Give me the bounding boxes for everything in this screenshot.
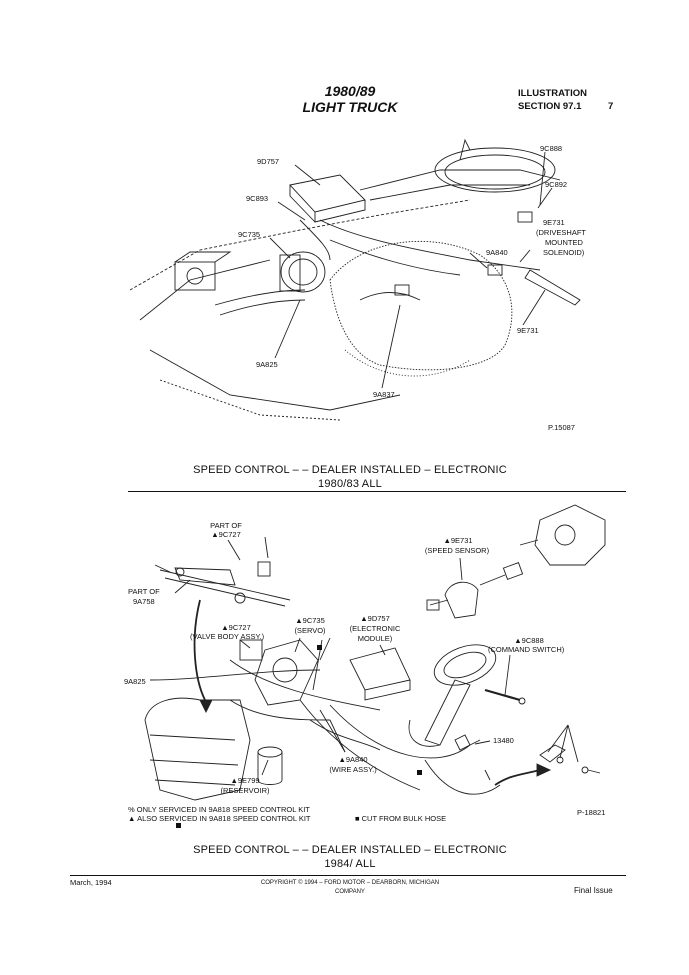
footer-copyright-line2: COMPANY <box>335 889 365 895</box>
fig1-label-9a837: 9A837 <box>373 390 395 399</box>
footer-copyright: COPYRIGHT © 1994 – FORD MOTOR – DEARBORN… <box>230 879 470 897</box>
legend-also-serviced: ▲ ALSO SERVICED IN 9A818 SPEED CONTROL K… <box>128 814 311 823</box>
fig1-reference-number: P.15087 <box>548 423 575 432</box>
fig2-label-part-of-2: PART OF <box>128 587 160 596</box>
fig2-label-13480: 13480 <box>493 736 514 745</box>
fig2-label-module: MODULE) <box>357 634 393 643</box>
fig1-label-9c888: 9C888 <box>540 144 563 153</box>
fig2-caption-line1: SPEED CONTROL – – DEALER INSTALLED – ELE… <box>193 844 507 856</box>
fig1-label-9d757: 9D757 <box>257 157 280 166</box>
fig2-label-9a825: 9A825 <box>124 677 146 686</box>
fig2-label-valve-body: (VALVE BODY ASSY.) <box>190 632 265 641</box>
fig2-label-part-of-1: PART OF <box>210 521 242 530</box>
fig2-label-9a758: 9A758 <box>133 597 155 606</box>
fig2-label-9d757: ▲9D757 <box>360 614 390 623</box>
fig2-label-wire-assy: (WIRE ASSY.) <box>329 765 377 774</box>
fig1-caption-line2: 1980/83 ALL <box>318 478 382 490</box>
fig1-label-9a825: 9A825 <box>256 360 278 369</box>
figure-divider <box>128 491 626 493</box>
header-illustration-label: ILLUSTRATION <box>518 88 587 99</box>
fig2-label-9a840: ▲9A840 <box>338 755 368 764</box>
fig1-label-mounted: MOUNTED <box>545 238 583 247</box>
fig2-label-9e731: ▲9E731 <box>443 536 473 545</box>
fig1-label-9c735: 9C735 <box>238 230 261 239</box>
fig1-caption: SPEED CONTROL – – DEALER INSTALLED – ELE… <box>140 463 560 491</box>
legend-cut-from-bulk-hose: ■ CUT FROM BULK HOSE <box>355 814 447 823</box>
header-page-number: 7 <box>608 101 614 112</box>
header-title-line1: 1980/89 <box>324 83 376 99</box>
fig2-label-9c727: ▲9C727 <box>221 623 251 632</box>
fig1-label-9c893: 9C893 <box>246 194 269 203</box>
fig2-caption-line2: 1984/ ALL <box>324 858 376 870</box>
fig2-label-electronic: (ELECTRONIC <box>349 624 401 633</box>
fig2-label-9c888: ▲9C888 <box>514 636 544 645</box>
fig2-reference-number: P-18821 <box>577 808 606 817</box>
fig2-label-9c735: ▲9C735 <box>295 616 325 625</box>
footer-rule <box>70 875 626 876</box>
footer-status: Final Issue <box>574 886 613 895</box>
fig1-label-9e731: 9E731 <box>543 218 565 227</box>
fig1-label-9e731-lower: 9E731 <box>517 326 539 335</box>
footer-copyright-line1: COPYRIGHT © 1994 – FORD MOTOR – DEARBORN… <box>260 880 440 886</box>
footer-date: March, 1994 <box>70 878 112 887</box>
fig1-label-solenoid: SOLENOID) <box>543 248 585 257</box>
fig2-label-9e799: ▲9E799 <box>230 776 260 785</box>
fig2-label-command-switch: (COMMAND SWITCH) <box>488 645 565 654</box>
fig2-label-speed-sensor: (SPEED SENSOR) <box>424 546 490 555</box>
fig1-label-driveshaft: (DRIVESHAFT <box>536 228 587 237</box>
header-title: 1980/89 LIGHT TRUCK <box>290 83 410 115</box>
fig2-label-9c727-top: ▲9C727 <box>211 530 241 539</box>
fig1-caption-line1: SPEED CONTROL – – DEALER INSTALLED – ELE… <box>193 464 507 476</box>
fig1-label-9c892: 9C892 <box>545 180 568 189</box>
fig1-label-9a840: 9A840 <box>486 248 508 257</box>
header-title-line2: LIGHT TRUCK <box>302 99 398 115</box>
fig2-caption: SPEED CONTROL – – DEALER INSTALLED – ELE… <box>140 843 560 871</box>
legend-only-serviced: % ONLY SERVICED IN 9A818 SPEED CONTROL K… <box>128 805 310 814</box>
fig2-label-servo: (SERVO) <box>294 626 326 635</box>
fig2-label-reservoir: (RESERVOIR) <box>220 786 270 795</box>
header-section-label: SECTION 97.1 <box>518 101 582 112</box>
